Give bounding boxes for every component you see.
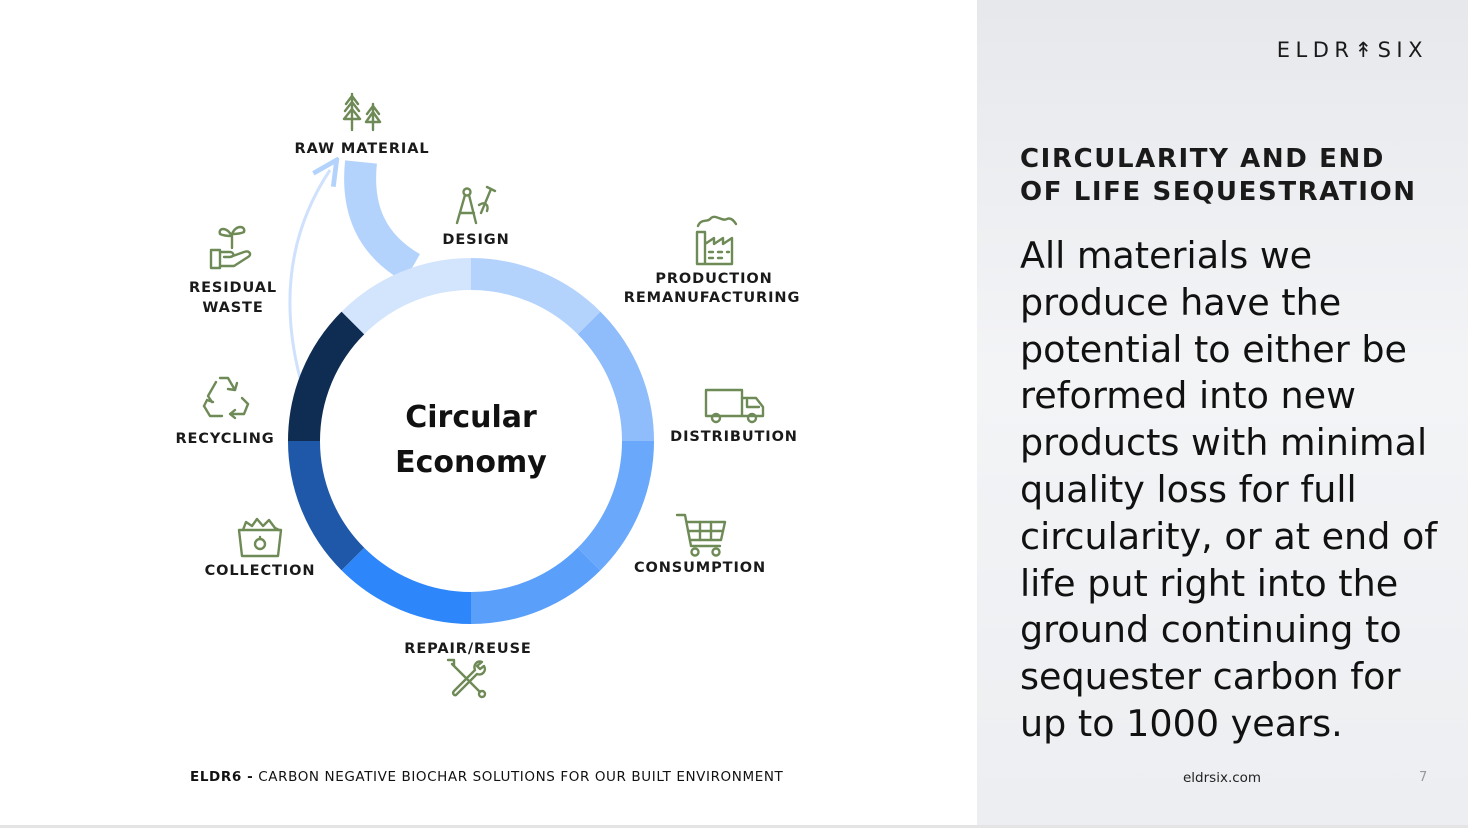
repair-reuse-label: REPAIR/REUSE [404,641,531,657]
remanufacturing-label: REMANUFACTURING [624,290,801,306]
stage-distribution: DISTRIBUTION [670,388,798,445]
stage-repair-reuse: REPAIR/REUSE [404,641,531,699]
wrench-screwdriver-icon [446,658,487,699]
stage-raw-material: RAW MATERIAL [295,92,430,157]
website-link[interactable]: eldrsix.com [1183,770,1262,786]
ring-segment-7 [288,311,365,442]
design-label: DESIGN [442,232,509,248]
circular-economy-diagram: Circular Economy RAW MATERIAL DESIGN [175,92,801,699]
footer-tagline-text: CARBON NEGATIVE BIOCHAR SOLUTIONS FOR OU… [258,769,784,785]
ring-segment-6 [288,440,365,571]
truck-icon [704,388,765,424]
footer-brand: ELDR6 - [190,769,254,785]
consumption-label: CONSUMPTION [634,560,766,576]
distribution-label: DISTRIBUTION [670,429,798,445]
ring-segment-4 [470,547,601,624]
return-arrow [288,170,330,379]
section-heading: CIRCULARITY AND END OF LIFE SEQUESTRATIO… [1020,144,1417,207]
ring-segment-3 [577,440,654,571]
text-panel [977,0,1468,826]
economy-ring [288,258,654,624]
recycle-icon [202,376,250,420]
stage-design: DESIGN [442,185,509,248]
stage-residual-waste: RESIDUAL WASTE [189,225,277,316]
waste-label: WASTE [202,300,263,316]
stage-production: PRODUCTION REMANUFACTURING [624,215,801,306]
hand-plant-icon [209,225,252,270]
stage-recycling: RECYCLING [175,376,274,447]
slide-bottom-border [0,825,1468,828]
center-title-line1: Circular [405,400,537,435]
ring-segment-2 [577,311,654,442]
raw-material-inflow [344,160,421,282]
collection-label: COLLECTION [205,563,316,579]
ring-segment-5 [341,547,472,624]
shopping-cart-icon [675,513,727,557]
ring-segment-8 [341,258,472,335]
trees-icon [342,92,382,132]
production-label: PRODUCTION [655,271,772,287]
stage-consumption: CONSUMPTION [634,513,766,576]
factory-icon [695,215,738,266]
page-number: 7 [1419,770,1428,785]
recycling-label: RECYCLING [175,431,274,447]
body-paragraph: All materials we produce have the potent… [1020,234,1438,745]
stage-collection: COLLECTION [205,517,316,579]
compass-icon [455,185,497,225]
collection-bin-icon [237,517,283,558]
footer-tagline: ELDR6 - CARBON NEGATIVE BIOCHAR SOLUTION… [190,769,783,785]
diagram-panel [0,0,976,826]
center-title-line2: Economy [395,445,547,480]
raw-material-label: RAW MATERIAL [295,141,430,157]
ring-segment-1 [470,258,601,335]
eldrsix-logo: ELDR↟SIX [1276,38,1428,62]
residual-label: RESIDUAL [189,280,277,296]
